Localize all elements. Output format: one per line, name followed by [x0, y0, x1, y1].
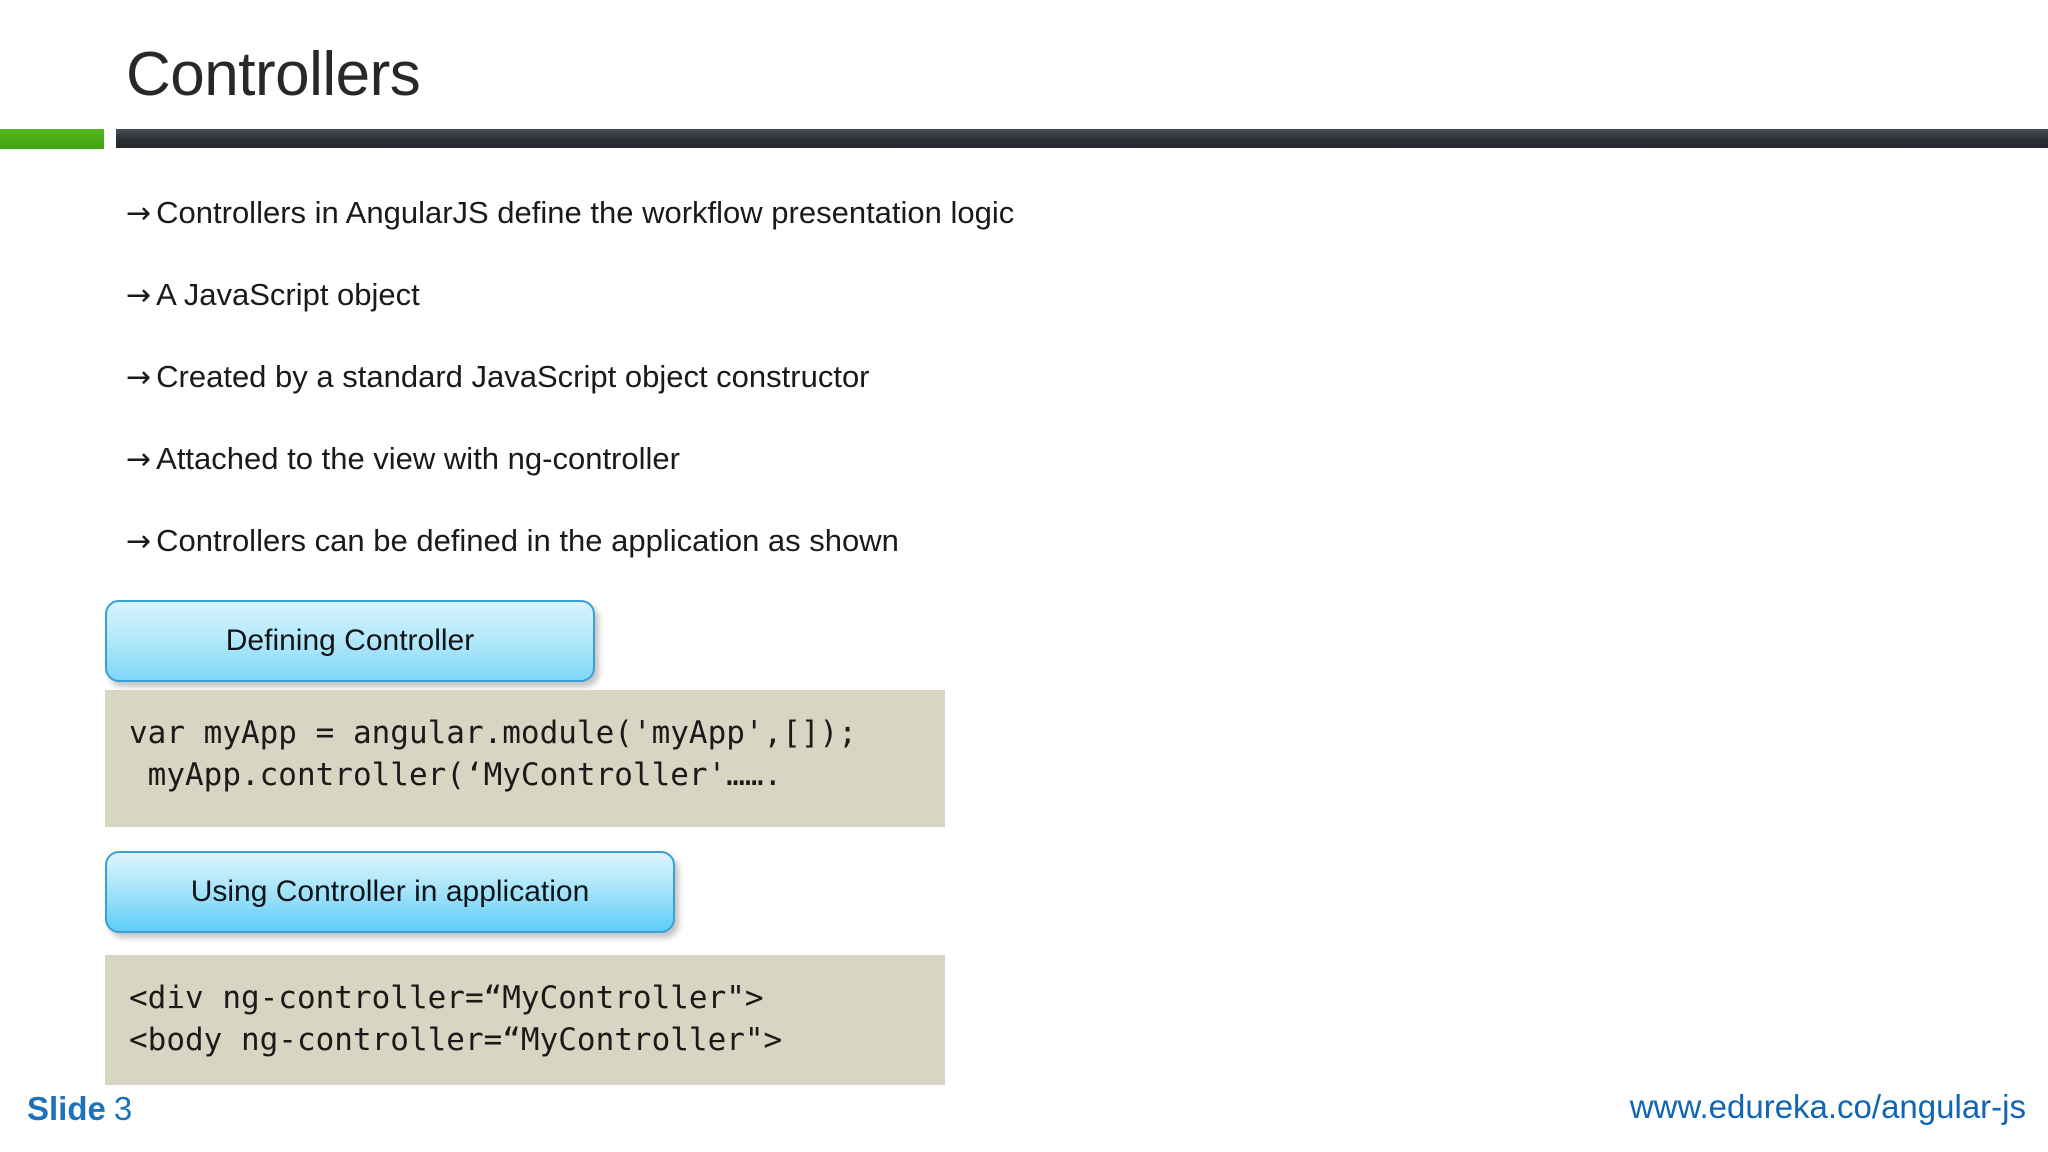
arrow-icon: → — [126, 278, 152, 313]
bullet-item: → Attached to the view with ng-controlle… — [126, 441, 1426, 524]
slide-number: 3 — [113, 1090, 133, 1127]
bullet-text: Controllers can be defined in the applic… — [156, 523, 899, 558]
arrow-icon: → — [126, 360, 152, 395]
label-defining-controller: Defining Controller — [105, 600, 595, 682]
code-block-defining-controller: var myApp = angular.module('myApp',[]); … — [105, 690, 945, 827]
bullet-text: Created by a standard JavaScript object … — [156, 359, 870, 394]
bullet-text: Controllers in AngularJS define the work… — [156, 195, 1015, 230]
page-title: Controllers — [126, 40, 421, 109]
bullet-list: → Controllers in AngularJS define the wo… — [126, 195, 1426, 606]
footer-url-link[interactable]: www.edureka.co/angular-js — [1629, 1088, 2026, 1125]
accent-bar-green — [0, 129, 104, 149]
arrow-icon: → — [126, 196, 152, 231]
bullet-item: → Controllers in AngularJS define the wo… — [126, 195, 1426, 278]
accent-bar-dark — [116, 129, 2048, 148]
code-block-using-controller: <div ng-controller=“MyController"> <body… — [105, 955, 945, 1085]
arrow-icon: → — [126, 524, 152, 559]
bullet-text: A JavaScript object — [156, 277, 420, 312]
bullet-text: Attached to the view with ng-controller — [156, 441, 680, 476]
bullet-item: → Created by a standard JavaScript objec… — [126, 359, 1426, 442]
arrow-icon: → — [126, 442, 152, 477]
label-using-controller: Using Controller in application — [105, 851, 675, 933]
slide-label: Slide — [27, 1090, 106, 1127]
bullet-item: → A JavaScript object — [126, 277, 1426, 360]
bullet-item: → Controllers can be defined in the appl… — [126, 523, 1426, 606]
